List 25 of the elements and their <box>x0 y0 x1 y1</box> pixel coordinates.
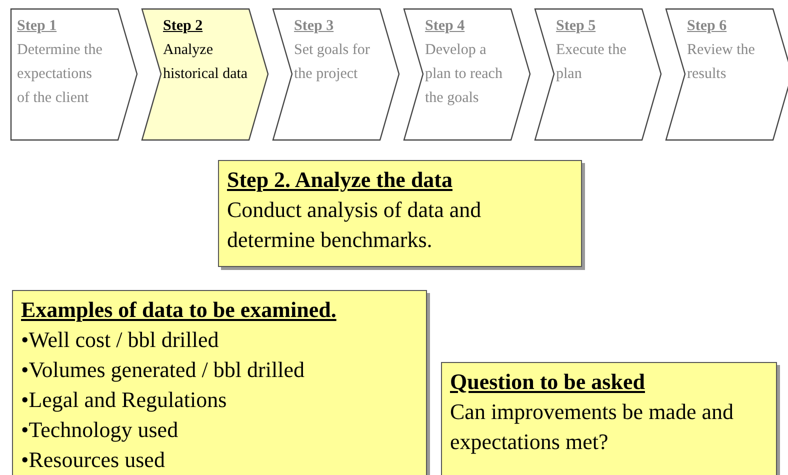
step-number: Step 2 <box>163 17 204 36</box>
note-card <box>441 362 777 475</box>
list-item: •Legal and Regulations <box>21 386 228 414</box>
step-description: Review the results <box>687 41 756 84</box>
step-number: Step 1 <box>17 17 58 36</box>
step-description: Execute the plan <box>556 41 628 84</box>
step-number: Step 3 <box>294 17 335 36</box>
step-number: Step 5 <box>556 17 597 36</box>
step-description: Determine the expectations of the client <box>17 41 104 108</box>
step-description: Set goals for the project <box>294 41 371 84</box>
list-item: •Resources used <box>21 446 166 474</box>
card-heading: Step 2. Analyze the data <box>227 166 454 194</box>
card-heading: Examples of data to be examined. <box>21 296 338 324</box>
step-number: Step 6 <box>687 17 728 36</box>
step-description: Analyze historical data <box>163 41 249 84</box>
step-description: Develop a plan to reach the goals <box>425 41 504 108</box>
list-item: •Well cost / bbl drilled <box>21 326 220 354</box>
card-text: Can improvements be made and expectations met? <box>450 398 734 456</box>
list-item: •Volumes generated / bbl drilled <box>21 356 306 384</box>
note-card <box>218 160 582 267</box>
list-item: •Technology used <box>21 416 180 444</box>
card-heading: Question to be asked <box>450 368 646 396</box>
card-text: Conduct analysis of data and determine benchmarks. <box>227 196 482 254</box>
step-number: Step 4 <box>425 17 466 36</box>
note-card <box>12 290 427 475</box>
